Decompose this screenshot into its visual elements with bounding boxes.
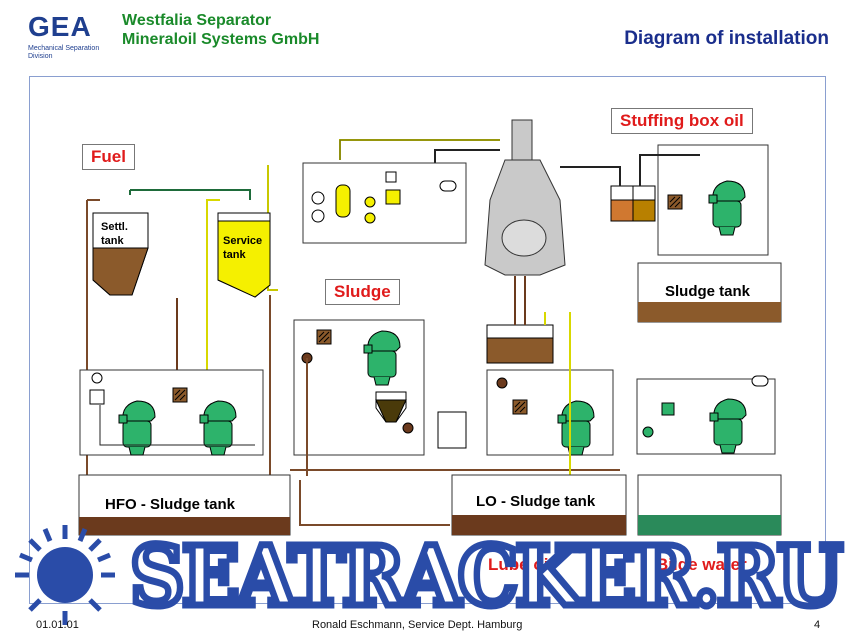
main-engine (484, 119, 566, 276)
lo-sludge-tank: LO - Sludge tank (451, 474, 627, 536)
company-name: Westfalia Separator Mineraloil Systems G… (122, 11, 319, 49)
division-label: Mechanical Separation Division (28, 45, 100, 60)
bilge-water-label: Bilge water (656, 555, 747, 574)
stuffing-box-module (560, 144, 769, 256)
sludge-label: Sludge (325, 279, 400, 305)
diagram-frame (29, 76, 826, 604)
fuel-label: Fuel (82, 144, 135, 170)
company-line-1: Westfalia Separator (122, 12, 272, 29)
fuel-piping (86, 139, 620, 526)
logo-text: GEA (28, 12, 92, 40)
lube-oil-module (486, 312, 614, 475)
sludge-tank-label: Sludge tank (665, 283, 751, 300)
footer-author: Ronald Eschmann, Service Dept. Hamburg (312, 619, 523, 631)
hfo-sludge-tank-label: HFO - Sludge tank (105, 496, 236, 513)
footer-page-number: 4 (814, 619, 821, 631)
watermark-text: SEATRACKER.RU (130, 529, 841, 625)
footer-date: 01.01.01 (36, 619, 79, 631)
hfo-sludge-tank: HFO - Sludge tank (78, 474, 291, 536)
sludge-module (293, 319, 467, 476)
bilge-water-module (636, 375, 776, 455)
booster-module (302, 162, 467, 244)
settl-tank-label-2: tank (101, 235, 125, 247)
page-title: Diagram of installation (624, 28, 829, 49)
stuffing-box-oil-label: Stuffing box oil (611, 108, 753, 134)
lube-oil-label: Lube oil (488, 555, 554, 574)
service-tank: Service tank (217, 212, 271, 298)
bilge-tank (637, 474, 782, 536)
lube-circulation-tank (486, 276, 554, 364)
service-tank-label-2: tank (223, 249, 247, 261)
gea-logo: GEA (28, 11, 118, 42)
company-line-2: Mineraloil Systems GmbH (122, 31, 320, 48)
fuel-separator-module (79, 369, 264, 456)
sun-icon (15, 525, 115, 625)
watermark: SEATRACKER.RU (15, 525, 848, 625)
lo-sludge-tank-label: LO - Sludge tank (476, 493, 596, 510)
settling-tank: Settl. tank (92, 212, 149, 296)
sludge-tank-upper: Sludge tank (637, 262, 782, 323)
settl-tank-label-1: Settl. (101, 221, 128, 233)
service-tank-label-1: Service (223, 235, 262, 247)
